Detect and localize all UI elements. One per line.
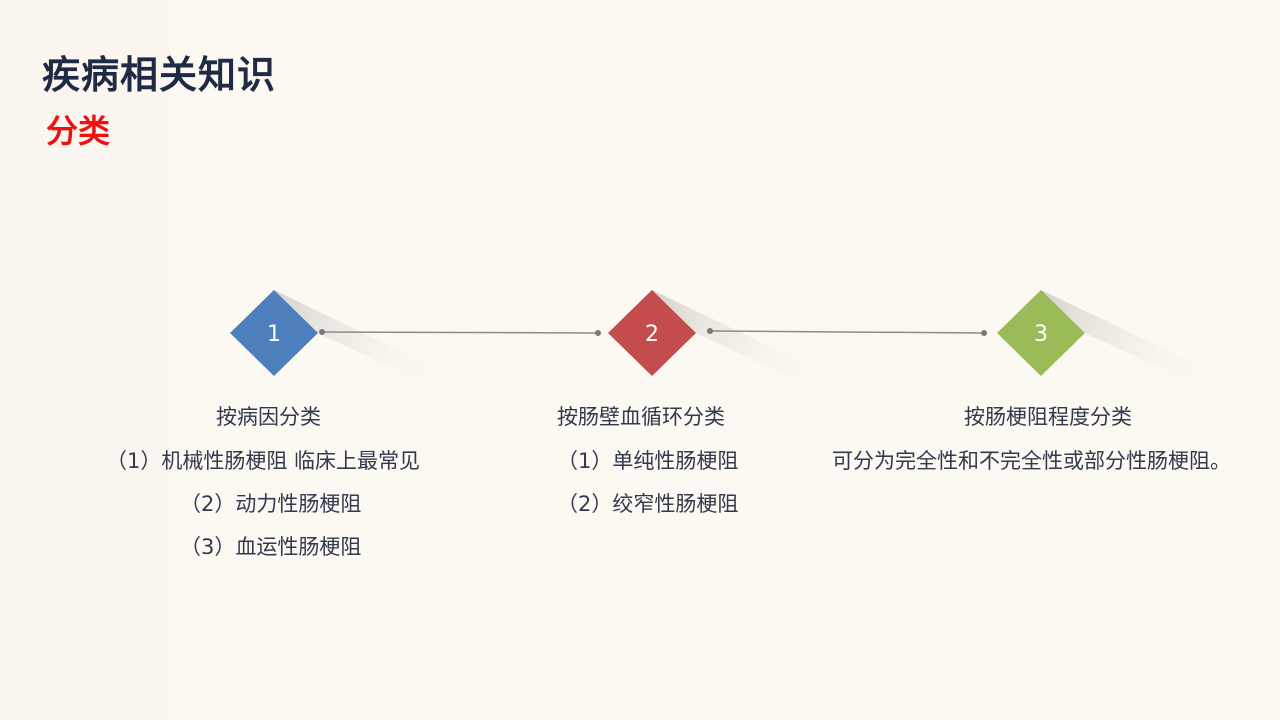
step-diamond-1: 1 <box>230 290 318 376</box>
step-1-heading: 按病因分类 <box>216 405 321 429</box>
step-2-item-1: （1）单纯性肠梗阻 <box>557 449 739 473</box>
connector-dot <box>595 330 601 336</box>
diamond-shadow-2 <box>652 290 860 410</box>
page-title: 疾病相关知识 <box>42 53 277 97</box>
left-background-band <box>0 0 170 720</box>
step-1-item-2: （2）动力性肠梗阻 <box>180 492 362 516</box>
diamond-shadow-1 <box>274 290 480 410</box>
diamond-shadow-3 <box>1041 290 1250 410</box>
page-subtitle: 分类 <box>46 112 111 150</box>
step-2-heading: 按肠壁血循环分类 <box>557 405 725 429</box>
step-3-heading: 按肠梗阻程度分类 <box>964 405 1132 429</box>
step-3-item-1: 可分为完全性和不完全性或部分性肠梗阻。 <box>832 449 1231 473</box>
step-1-item-3: （3）血运性肠梗阻 <box>180 535 362 559</box>
connector-line-1 <box>321 331 599 334</box>
svg-text:2: 2 <box>645 322 659 347</box>
step-diamond-3: 3 <box>997 290 1085 376</box>
connector-dot <box>981 330 987 336</box>
svg-text:3: 3 <box>1034 322 1048 347</box>
step-1-item-1: （1）机械性肠梗阻 临床上最常见 <box>106 449 421 473</box>
svg-text:1: 1 <box>267 322 281 347</box>
connector-line-2 <box>709 330 985 334</box>
step-2-item-2: （2）绞窄性肠梗阻 <box>557 492 739 516</box>
connector-dot <box>319 329 325 335</box>
connector-dot <box>707 328 713 334</box>
step-diamond-2: 2 <box>608 290 696 376</box>
